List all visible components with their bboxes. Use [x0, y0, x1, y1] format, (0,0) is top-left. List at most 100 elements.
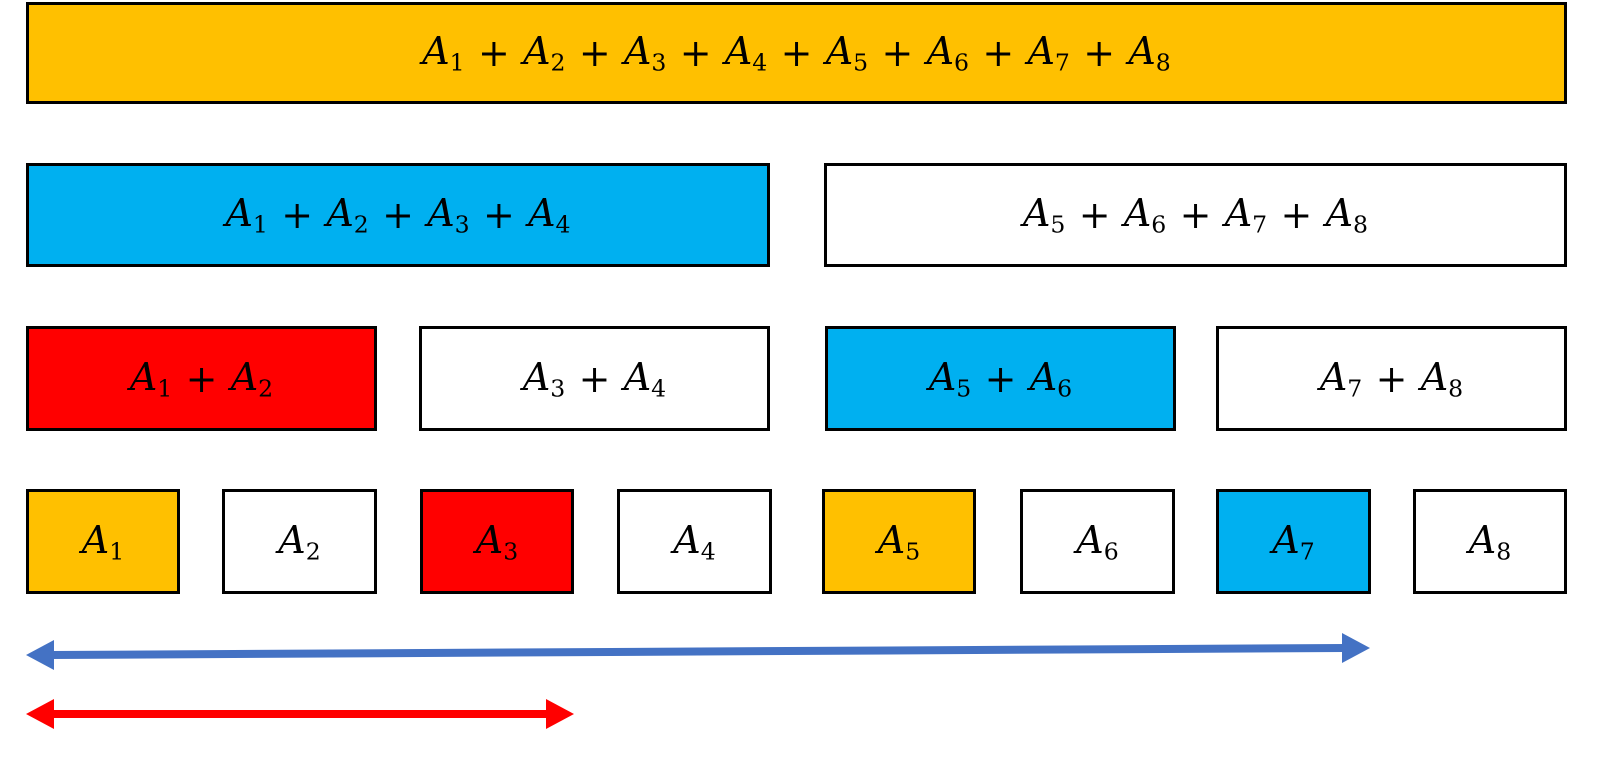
element-box-a4: A4	[617, 489, 772, 594]
term-a6: A6	[1030, 355, 1072, 403]
term-a3: A3	[624, 29, 666, 77]
term-a1: A1	[422, 29, 464, 77]
term-subscript: 4	[700, 537, 716, 566]
term-a2: A2	[326, 191, 368, 239]
term-subscript: 2	[550, 48, 566, 77]
term-subscript: 6	[1057, 374, 1073, 403]
term-subscript: 7	[1347, 374, 1363, 403]
term-letter: A	[623, 354, 652, 399]
term-subscript: 3	[503, 537, 519, 566]
term-subscript: 1	[157, 374, 173, 403]
term-letter: A	[475, 517, 504, 562]
term-subscript: 2	[305, 537, 321, 566]
term-letter: A	[1029, 354, 1058, 399]
term-subscript: 8	[1155, 48, 1171, 77]
term-letter: A	[230, 354, 259, 399]
term-subscript: 6	[954, 48, 970, 77]
term-letter: A	[1272, 517, 1300, 562]
term-subscript: 4	[555, 210, 571, 239]
element-box-a5: A5	[822, 489, 976, 594]
term-a3: A3	[523, 355, 565, 403]
term-subscript: 8	[1496, 537, 1512, 566]
plus-operator: +	[780, 31, 813, 75]
plus-operator: +	[185, 356, 218, 401]
sum-box-a7-a8: A7+A8	[1216, 326, 1567, 431]
term-a7: A7	[1272, 518, 1314, 566]
term-subscript: 5	[905, 537, 921, 566]
term-letter: A	[81, 517, 110, 562]
term-subscript: 2	[353, 210, 369, 239]
term-subscript: 4	[752, 48, 768, 77]
term-subscript: 5	[1050, 210, 1066, 239]
term-a2: A2	[523, 29, 565, 77]
plus-operator: +	[477, 31, 510, 75]
term-subscript: 5	[956, 374, 972, 403]
term-subscript: 8	[1353, 210, 1369, 239]
term-subscript: 1	[109, 537, 125, 566]
term-letter: A	[1022, 191, 1051, 236]
term-letter: A	[422, 29, 450, 74]
term-a3: A3	[427, 191, 469, 239]
term-a8: A8	[1128, 29, 1170, 77]
term-letter: A	[1319, 354, 1348, 399]
term-a7: A7	[1225, 191, 1267, 239]
term-letter: A	[225, 191, 253, 236]
plus-operator: +	[982, 31, 1015, 75]
term-subscript: 3	[651, 48, 667, 77]
red-range-arrow	[26, 699, 574, 729]
element-box-a1: A1	[26, 489, 180, 594]
sum-box-a1-a8: A1+A2+A3+A4+A5+A6+A7+A8	[26, 2, 1567, 104]
plus-operator: +	[281, 193, 314, 237]
term-subscript: 1	[252, 210, 268, 239]
sum-box-a5-a6: A5+A6	[825, 326, 1176, 431]
term-a8: A8	[1469, 518, 1511, 566]
term-letter: A	[278, 517, 306, 562]
term-subscript: 1	[449, 48, 465, 77]
term-a5: A5	[1023, 191, 1065, 239]
plus-operator: +	[482, 193, 515, 237]
sum-box-a1-a4: A1+A2+A3+A4	[26, 163, 770, 267]
element-box-a7: A7	[1216, 489, 1371, 594]
plus-operator: +	[578, 31, 611, 75]
blue-range-arrow	[26, 633, 1370, 670]
term-subscript: 7	[1252, 210, 1268, 239]
sum-box-a3-a4: A3+A4	[419, 326, 770, 431]
term-a6: A6	[927, 29, 969, 77]
term-letter: A	[1027, 29, 1055, 74]
term-subscript: 3	[550, 374, 566, 403]
term-letter: A	[1128, 29, 1156, 74]
element-box-a8: A8	[1413, 489, 1567, 594]
term-a3: A3	[476, 518, 518, 566]
plus-operator: +	[1179, 193, 1212, 237]
term-a4: A4	[673, 518, 715, 566]
element-box-a6: A6	[1020, 489, 1175, 594]
term-letter: A	[1468, 517, 1497, 562]
term-a7: A7	[1027, 29, 1069, 77]
term-subscript: 8	[1448, 374, 1464, 403]
term-letter: A	[926, 29, 955, 74]
term-a8: A8	[1326, 191, 1368, 239]
term-subscript: 3	[454, 210, 470, 239]
term-letter: A	[528, 191, 556, 236]
term-a1: A1	[225, 191, 267, 239]
term-letter: A	[1420, 354, 1449, 399]
term-letter: A	[427, 191, 455, 236]
plus-operator: +	[984, 356, 1017, 401]
term-a7: A7	[1320, 355, 1362, 403]
term-letter: A	[623, 29, 652, 74]
term-a5: A5	[826, 29, 868, 77]
plus-operator: +	[1078, 193, 1111, 237]
term-letter: A	[1076, 517, 1104, 562]
term-a5: A5	[929, 355, 971, 403]
sum-box-a1-a2: A 1 + A2	[26, 326, 377, 431]
term-a6: A6	[1076, 518, 1118, 566]
term-subscript: 6	[1103, 537, 1119, 566]
term-a4: A4	[725, 29, 767, 77]
term-a8: A8	[1421, 355, 1463, 403]
term-a2: A2	[231, 355, 273, 403]
term-letter: A	[724, 29, 753, 74]
term-letter: A	[1224, 191, 1253, 236]
term-letter: A	[326, 191, 354, 236]
sum-box-a5-a8: A5+A6+A7+A8	[824, 163, 1567, 267]
